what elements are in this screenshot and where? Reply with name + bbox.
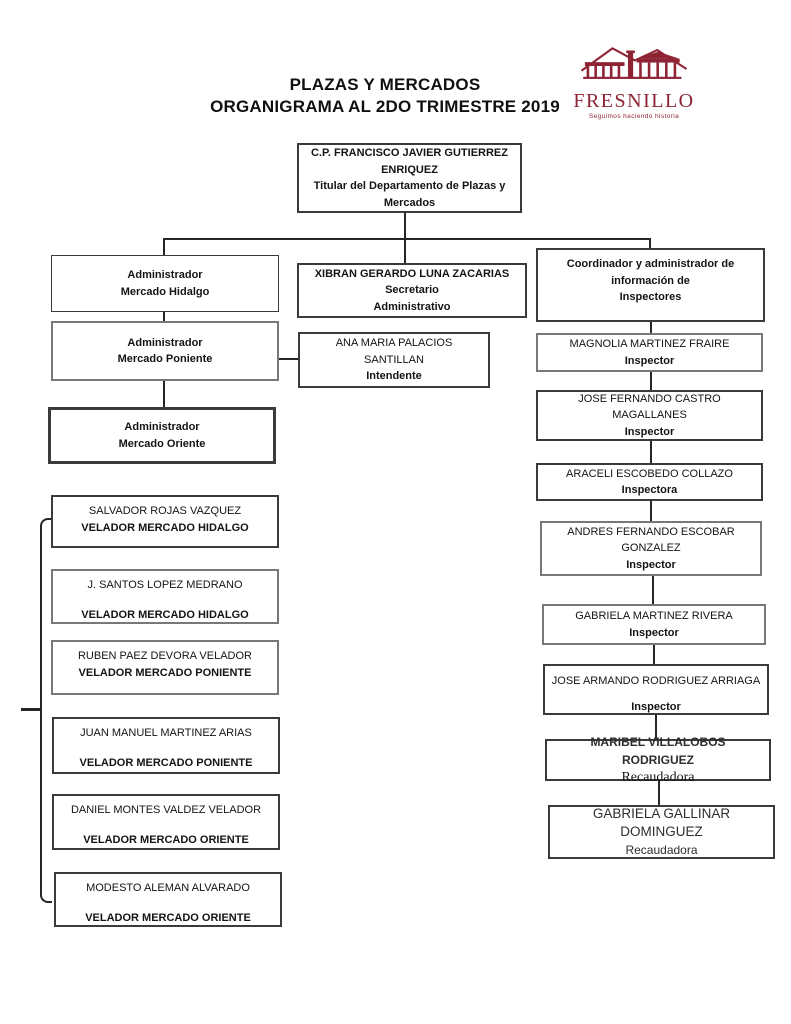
person-name: SALVADOR ROJAS VAZQUEZ bbox=[88, 505, 242, 517]
person-role: Titular del Departamento de Plazas y Mer… bbox=[313, 180, 506, 209]
org-box-velador-juan: JUAN MANUEL MARTINEZ ARIAS VELADOR MERCA… bbox=[52, 717, 280, 774]
person-name: ANA MARIA PALACIOS bbox=[335, 337, 453, 350]
person-name: SANTILLAN bbox=[364, 353, 424, 366]
market-name: Mercado Oriente bbox=[118, 437, 206, 450]
person-role: Administrador bbox=[127, 336, 203, 349]
building-icon bbox=[580, 47, 688, 79]
fresnillo-logo: FRESNILLO Seguimos haciendo historia bbox=[570, 42, 698, 121]
title-line-2: ORGANIGRAMA AL 2DO TRIMESTRE 2019 bbox=[210, 97, 560, 116]
velador-group-bracket bbox=[40, 518, 52, 903]
person-role: Inspector bbox=[629, 626, 679, 639]
org-box-secretario: XIBRAN GERARDO LUNA ZACARIAS Secretario … bbox=[297, 263, 527, 318]
person-name: RUBEN PAEZ DEVORA VELADOR bbox=[77, 650, 252, 662]
person-name: J. SANTOS LOPEZ MEDRANO bbox=[87, 579, 243, 591]
person-role: Inspector bbox=[624, 425, 675, 438]
person-name: XIBRAN GERARDO LUNA ZACARIAS bbox=[314, 267, 510, 280]
person-name: JOSE ARMANDO RODRIGUEZ ARRIAGA bbox=[551, 675, 761, 687]
connector-line bbox=[21, 708, 41, 711]
connector-line bbox=[163, 238, 165, 256]
market-name: Mercado Hidalgo bbox=[120, 285, 210, 298]
org-box-velador-salvador: SALVADOR ROJAS VAZQUEZ VELADOR MERCADO H… bbox=[51, 495, 279, 548]
role-line: Inspectores bbox=[619, 291, 682, 303]
person-name: JUAN MANUEL MARTINEZ ARIAS bbox=[80, 727, 252, 739]
person-role: VELADOR MERCADO ORIENTE bbox=[83, 833, 249, 846]
person-role: Administrador bbox=[127, 269, 203, 281]
person-role: Inspector bbox=[626, 558, 676, 571]
connector-line bbox=[650, 500, 652, 523]
person-role: Recaudadora bbox=[625, 843, 698, 858]
person-name: GONZALEZ bbox=[621, 542, 681, 555]
org-box-intendente: ANA MARIA PALACIOS SANTILLAN Intendente bbox=[298, 332, 490, 388]
person-role: Inspector bbox=[624, 354, 675, 367]
person-name: JOSE FERNANDO CASTRO bbox=[578, 392, 721, 405]
org-box-velador-modesto: MODESTO ALEMAN ALVARADO VELADOR MERCADO … bbox=[54, 872, 282, 927]
connector-line bbox=[278, 358, 299, 360]
org-box-inspector-magnolia: MAGNOLIA MARTINEZ FRAIRE Inspector bbox=[536, 333, 763, 372]
person-role: Administrador bbox=[124, 421, 200, 433]
title-line-1: PLAZAS Y MERCADOS bbox=[289, 75, 481, 94]
person-name: ARACELI ESCOBEDO COLLAZO bbox=[566, 467, 733, 480]
org-box-titular: C.P. FRANCISCO JAVIER GUTIERREZ ENRIQUEZ… bbox=[297, 143, 522, 213]
connector-line bbox=[653, 644, 655, 665]
connector-line bbox=[404, 213, 406, 239]
connector-line bbox=[649, 238, 651, 249]
person-name: MAGALLANES bbox=[612, 409, 687, 422]
org-box-velador-santos: J. SANTOS LOPEZ MEDRANO VELADOR MERCADO … bbox=[51, 569, 279, 624]
org-box-admin-hidalgo: Administrador Mercado Hidalgo bbox=[51, 255, 279, 312]
logo-tagline: Seguimos haciendo historia bbox=[588, 113, 680, 120]
person-name: MODESTO ALEMAN ALVARADO bbox=[86, 882, 250, 894]
person-role: Inspector bbox=[631, 700, 681, 713]
connector-line bbox=[650, 321, 652, 334]
person-role: VELADOR MERCADO PONIENTE bbox=[78, 666, 252, 679]
page-title: PLAZAS Y MERCADOS ORGANIGRAMA AL 2DO TRI… bbox=[150, 74, 620, 118]
org-box-inspectora-araceli: ARACELI ESCOBEDO COLLAZO Inspectora bbox=[536, 463, 763, 501]
org-box-inspector-gabriela-martinez: GABRIELA MARTINEZ RIVERA Inspector bbox=[542, 604, 766, 645]
org-box-velador-ruben: RUBEN PAEZ DEVORA VELADOR VELADOR MERCAD… bbox=[51, 640, 279, 695]
connector-line bbox=[650, 371, 652, 391]
person-role: Recaudadora bbox=[621, 770, 695, 786]
person-name: GABRIELA MARTINEZ RIVERA bbox=[575, 610, 733, 622]
org-box-admin-oriente: Administrador Mercado Oriente bbox=[48, 407, 276, 464]
role-line: información de bbox=[611, 274, 690, 287]
org-box-recaudadora-gabriela-gallinar: GABRIELA GALLINAR DOMINGUEZ Recaudadora bbox=[548, 805, 775, 859]
person-role: Inspectora bbox=[621, 484, 678, 496]
org-box-inspector-jose-armando: JOSE ARMANDO RODRIGUEZ ARRIAGA Inspector bbox=[543, 664, 769, 715]
logo-wordmark: FRESNILLO bbox=[573, 90, 695, 112]
org-box-admin-poniente: Administrador Mercado Poniente bbox=[51, 321, 279, 381]
org-box-inspector-jose-castro: JOSE FERNANDO CASTRO MAGALLANES Inspecto… bbox=[536, 390, 763, 441]
person-name: C.P. FRANCISCO JAVIER GUTIERREZ ENRIQUEZ bbox=[310, 147, 508, 176]
person-name: DANIEL MONTES VALDEZ VELADOR bbox=[70, 804, 262, 816]
org-box-velador-daniel: DANIEL MONTES VALDEZ VELADOR VELADOR MER… bbox=[52, 794, 280, 850]
person-role: Secretario bbox=[385, 284, 439, 297]
person-role: Intendente bbox=[366, 370, 422, 383]
connector-line bbox=[163, 379, 165, 408]
person-role: VELADOR MERCADO HIDALGO bbox=[81, 608, 249, 621]
connector-line bbox=[163, 311, 165, 322]
person-role: VELADOR MERCADO ORIENTE bbox=[85, 911, 251, 924]
connector-line bbox=[658, 780, 660, 806]
person-name: GABRIELA GALLINAR DOMINGUEZ bbox=[592, 805, 731, 839]
connector-line bbox=[650, 440, 652, 464]
connector-line bbox=[652, 575, 654, 605]
market-name: Mercado Poniente bbox=[117, 353, 213, 365]
role-line: Coordinador y administrador de bbox=[566, 258, 735, 270]
connector-line bbox=[655, 714, 657, 740]
person-name: MAGNOLIA MARTINEZ FRAIRE bbox=[569, 338, 730, 350]
org-box-recaudadora-maribel: MARIBEL VILLALOBOS RODRIGUEZ Recaudadora bbox=[545, 735, 771, 785]
connector-line bbox=[404, 238, 406, 264]
person-name: MARIBEL VILLALOBOS RODRIGUEZ bbox=[590, 735, 726, 768]
person-role: VELADOR MERCADO HIDALGO bbox=[81, 521, 249, 534]
person-role: VELADOR MERCADO PONIENTE bbox=[79, 756, 253, 769]
connector-line bbox=[163, 238, 651, 240]
person-role: Administrativo bbox=[373, 300, 451, 313]
org-box-coordinador: Coordinador y administrador de informaci… bbox=[536, 248, 765, 322]
person-name: ANDRES FERNANDO ESCOBAR bbox=[567, 525, 735, 538]
org-box-inspector-andres: ANDRES FERNANDO ESCOBAR GONZALEZ Inspect… bbox=[540, 521, 762, 576]
